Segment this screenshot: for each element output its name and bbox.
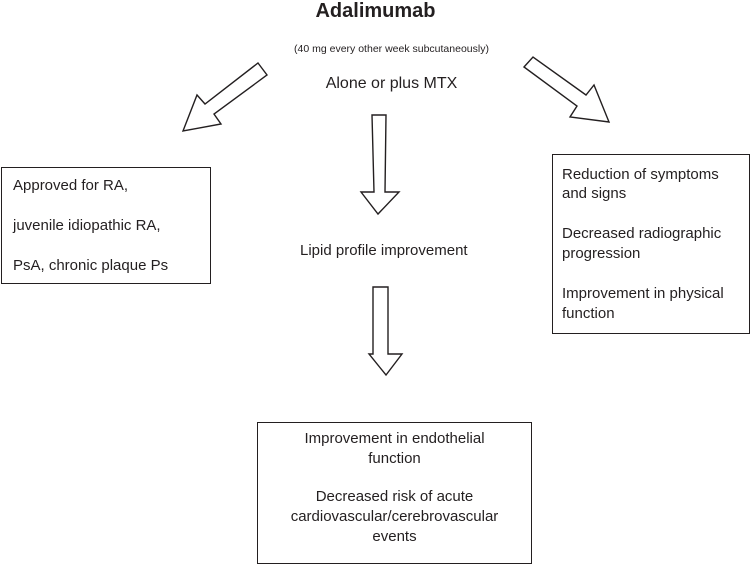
box-line: events <box>372 528 417 545</box>
box-line: cardiovascular/cerebrovascular <box>290 508 499 525</box>
box-line: progression <box>562 245 641 262</box>
box-line: function <box>562 305 615 322</box>
box-line: Improvement in endothelial <box>304 430 485 447</box>
box-line: Decreased risk of acute <box>315 488 474 505</box>
box-line: Improvement in physical <box>562 285 724 302</box>
arrow-down-outcome-icon <box>367 286 404 377</box>
box-line: Approved for RA, <box>13 177 129 194</box>
box-line: function <box>368 450 421 467</box>
dosage-note: (40 mg every other week subcutaneously) <box>294 43 489 55</box>
box-line: and signs <box>562 185 627 202</box>
cardiovascular-outcomes-box: Improvement in endothelial function Decr… <box>257 422 532 564</box>
regimen-label: Alone or plus MTX <box>325 75 458 92</box>
arrow-left-icon <box>181 62 268 132</box>
box-line: juvenile idiopathic RA, <box>13 217 161 234</box>
approved-indications-box: Approved for RA, juvenile idiopathic RA,… <box>1 167 211 284</box>
lipid-profile-label: Lipid profile improvement <box>300 242 468 259</box>
diagram-title: Adalimumab <box>315 0 436 22</box>
clinical-benefits-box: Reduction of symptoms and signs Decrease… <box>552 154 750 334</box>
arrow-down-lipid-icon <box>359 114 401 216</box>
box-line: Reduction of symptoms <box>562 166 719 183</box>
arrow-right-icon <box>522 56 611 123</box>
box-line: PsA, chronic plaque Ps <box>13 257 169 274</box>
box-line: Decreased radiographic <box>562 225 722 242</box>
